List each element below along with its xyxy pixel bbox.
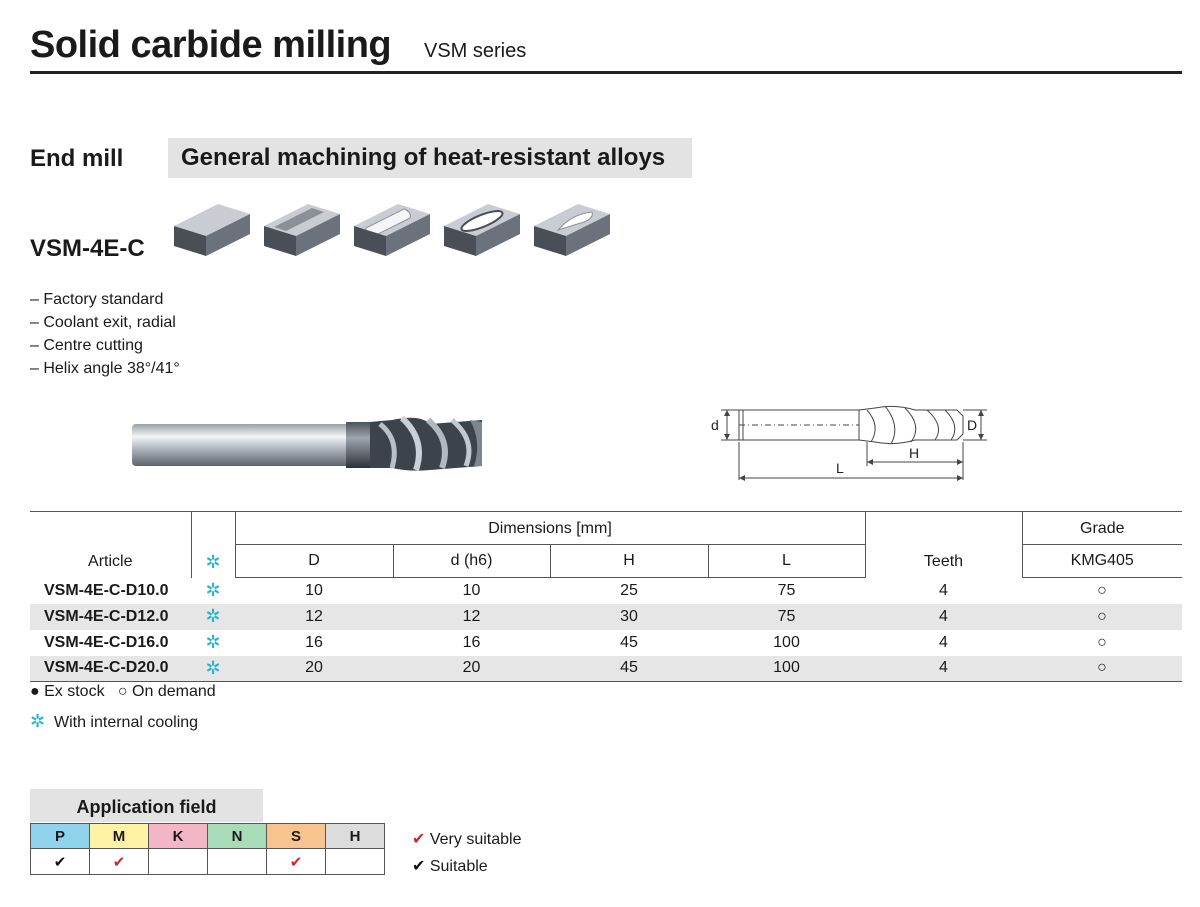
stock-legend: ● Ex stock ○ On demand [30, 683, 216, 701]
cooling-icon: ✲ [205, 632, 221, 652]
suitable-legend: ✔ Suitable [412, 853, 521, 880]
article-header: Article [30, 511, 192, 578]
cell-H: 45 [620, 659, 638, 677]
table-row: VSM-4E-C-D12.0 ✲ 12 12 30 75 4 ○ [30, 603, 1182, 630]
cell-teeth: 4 [939, 659, 948, 677]
cell-d: 20 [462, 659, 481, 677]
very-suitable-check-icon: ✔ [412, 831, 426, 848]
pocket-shape-icon [444, 204, 520, 256]
col-header-L: L [708, 544, 866, 578]
cell-grade: ○ [1097, 607, 1107, 625]
feature-item: – Helix angle 38°/41° [30, 360, 180, 377]
step-shape-icon [264, 204, 340, 256]
material-mark-M: ✔ [89, 848, 149, 875]
teeth-header: Teeth [865, 511, 1023, 578]
cell-H: 25 [620, 581, 638, 599]
cell-grade: ○ [1097, 633, 1107, 651]
application-legend: ✔ Very suitable ✔ Suitable [412, 826, 521, 880]
material-code-H: H [325, 823, 385, 849]
slot-shape-icon [354, 204, 430, 256]
page-title: Solid carbide milling [30, 24, 392, 66]
cooling-icon: ✲ [205, 606, 221, 626]
cell-D: 12 [305, 607, 323, 625]
col-header-D: D [235, 544, 394, 578]
feature-item: – Factory standard [30, 291, 164, 308]
application-field-title: Application field [30, 789, 263, 822]
on-demand-legend: ○ On demand [117, 683, 216, 700]
end-mill-photo [132, 415, 482, 471]
cell-teeth: 4 [939, 607, 948, 625]
application-banner: General machining of heat-resistant allo… [168, 138, 692, 178]
drawing-label-H: H [909, 445, 919, 461]
application-text: General machining of heat-resistant allo… [181, 144, 666, 171]
cell-grade: ○ [1097, 659, 1107, 677]
article-cell: VSM-4E-C-D10.0 [44, 581, 169, 599]
page-header: Solid carbide milling VSM series [30, 22, 1182, 74]
table-row: VSM-4E-C-D20.0 ✲ 20 20 45 100 4 ○ [30, 655, 1182, 682]
block-shape-icon [174, 204, 250, 256]
cell-d: 16 [462, 633, 481, 651]
col-header-d: d (h6) [393, 544, 551, 578]
cell-D: 16 [305, 633, 323, 651]
feature-item: – Centre cutting [30, 337, 143, 354]
category-label: End mill [30, 145, 124, 172]
cell-D: 20 [305, 659, 323, 677]
suitable-check-icon: ✔ [412, 858, 426, 875]
spec-table: Article ✲ Dimensions [mm] Teeth Grade D … [30, 511, 1182, 682]
article-cell: VSM-4E-C-D12.0 [44, 607, 169, 625]
cell-L: 75 [777, 581, 796, 599]
dimension-drawing: d D H L [711, 405, 987, 481]
material-code-M: M [89, 823, 149, 849]
table-row: VSM-4E-C-D10.0 ✲ 10 10 25 75 4 ○ [30, 578, 1182, 604]
cooling-legend: ✲ With internal cooling [30, 711, 198, 732]
very-suitable-legend: ✔ Very suitable [412, 826, 521, 853]
ramp-pocket-shape-icon [534, 204, 610, 256]
material-mark-K [148, 848, 208, 875]
very-suitable-label: Very suitable [429, 831, 522, 848]
cell-H: 45 [620, 633, 638, 651]
article-cell: VSM-4E-C-D16.0 [44, 633, 169, 651]
material-mark-S: ✔ [266, 848, 326, 875]
ex-stock-legend: ● Ex stock [30, 683, 105, 700]
cooling-icon: ✲ [30, 711, 46, 731]
material-code-P: P [30, 823, 90, 849]
dimensions-header: Dimensions [mm] [235, 511, 866, 545]
cooling-icon: ✲ [205, 657, 221, 678]
cooling-icon: ✲ [205, 580, 221, 600]
cell-D: 10 [305, 581, 323, 599]
cell-grade: ○ [1097, 581, 1107, 599]
cell-teeth: 4 [939, 581, 948, 599]
cell-H: 30 [620, 607, 638, 625]
material-mark-H [325, 848, 385, 875]
cooling-legend-text: With internal cooling [53, 714, 199, 731]
series-label: VSM series [424, 40, 527, 62]
grade-name-header: KMG405 [1022, 544, 1182, 578]
drawing-label-d: d [711, 417, 719, 433]
suitable-label: Suitable [429, 858, 488, 875]
material-mark-P: ✔ [30, 848, 90, 875]
drawing-label-D: D [967, 417, 977, 433]
material-mark-N [207, 848, 267, 875]
cell-d: 10 [462, 581, 481, 599]
material-code-N: N [207, 823, 267, 849]
col-header-H: H [550, 544, 709, 578]
material-code-K: K [148, 823, 208, 849]
article-cell: VSM-4E-C-D20.0 [44, 659, 169, 677]
model-label: VSM-4E-C [30, 235, 145, 262]
grade-header: Grade [1080, 520, 1125, 537]
table-row: VSM-4E-C-D16.0 ✲ 16 16 45 100 4 ○ [30, 630, 1182, 656]
cell-d: 12 [462, 607, 481, 625]
material-code-S: S [266, 823, 326, 849]
cell-L: 75 [777, 607, 796, 625]
feature-item: – Coolant exit, radial [30, 314, 176, 331]
cell-teeth: 4 [939, 633, 948, 651]
cell-L: 100 [773, 633, 800, 651]
cooling-header-icon: ✲ [191, 511, 236, 578]
feature-list: – Factory standard – Coolant exit, radia… [30, 288, 180, 380]
cell-L: 100 [773, 659, 800, 677]
drawing-label-L: L [836, 460, 844, 476]
